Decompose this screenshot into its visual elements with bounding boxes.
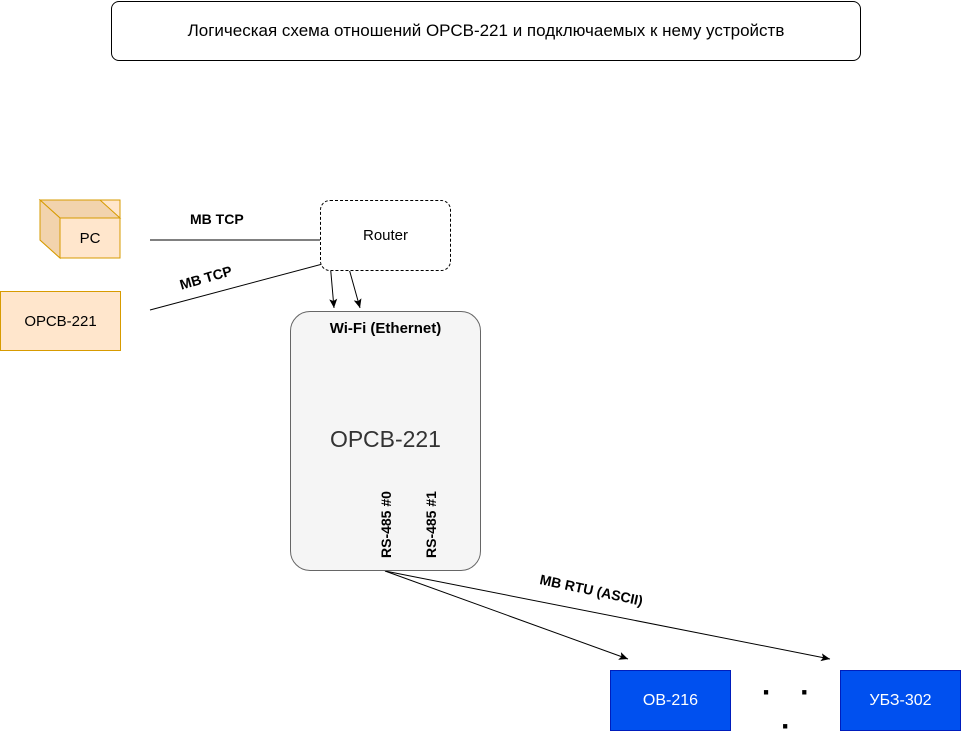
rs485-port0-label: RS-485 #0	[378, 491, 394, 558]
main-to-ob216-connector	[384, 570, 629, 660]
wifi-interface-label: Wi-Fi (Ethernet)	[329, 320, 442, 337]
ob216-node: ОВ-216	[610, 670, 731, 731]
main-to-ubz302-connector	[384, 570, 831, 662]
rs485-port1-label: RS-485 #1	[423, 491, 439, 558]
more-devices-ellipsis: · · ·	[761, 676, 821, 743]
pc-label: PC	[79, 229, 101, 247]
orcb-to-main-connector	[149, 261, 338, 311]
ubz302-node: УБЗ-302	[840, 670, 961, 731]
pc-protocol-label: MB TCP	[190, 211, 244, 227]
pc-node-shape	[38, 198, 122, 260]
router-node: Router	[320, 200, 451, 271]
main-device-title: ОРСВ-221	[330, 426, 441, 452]
orcb-left-node: ОРСВ-221	[0, 291, 121, 351]
diagram-title: Логическая схема отношений ОРСВ-221 и по…	[111, 1, 861, 61]
main-device-node	[290, 311, 481, 571]
